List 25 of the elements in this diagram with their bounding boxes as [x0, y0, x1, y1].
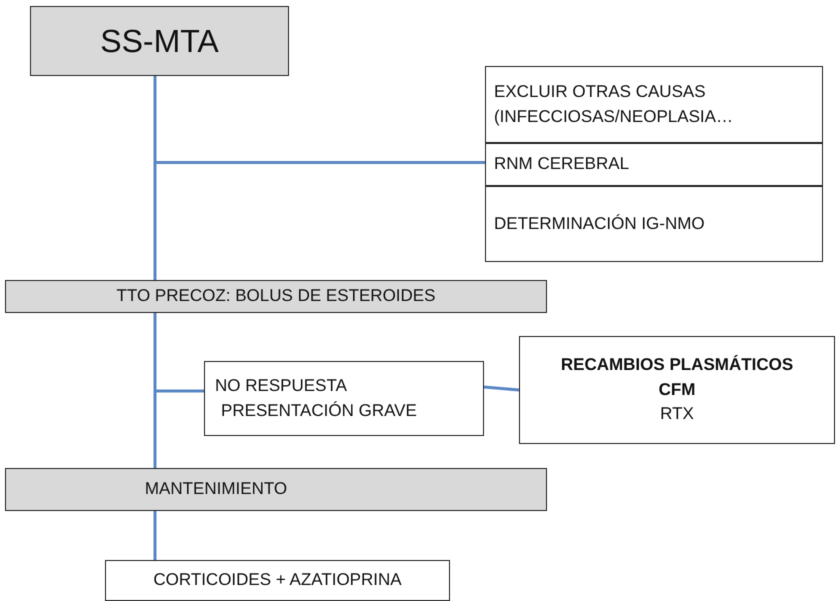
- connector-line: [154, 511, 156, 560]
- node-text: EXCLUIR OTRAS CAUSAS (INFECCIOSAS/NEOPLASIA…: [494, 80, 734, 128]
- node-text: NO RESPUESTA: [215, 374, 348, 397]
- step-box: [105, 560, 450, 601]
- node-text: PRESENTACIÓN GRAVE: [220, 400, 418, 422]
- node-text: DETERMINACIÓN IG-NMO: [494, 212, 706, 235]
- node-text: RTX: [659, 403, 695, 426]
- node-text: SS-MTA: [99, 22, 220, 61]
- node-text: MANTENIMIENTO: [144, 478, 288, 500]
- node-text: CFM: [658, 378, 696, 401]
- process-box: [5, 280, 547, 313]
- node-text: CORTICOIDES + AZATIOPRINA: [152, 569, 403, 592]
- step-box: [519, 336, 835, 444]
- step-box: [485, 66, 823, 143]
- node-text: TTO PRECOZ: BOLUS DE ESTEROIDES: [116, 285, 436, 308]
- connector-line: [154, 313, 204, 392]
- node-text: RECAMBIOS PLASMÁTICOS: [560, 354, 794, 376]
- node-text: RNM CEREBRAL: [494, 153, 630, 176]
- title-box: [30, 6, 289, 76]
- process-box: [5, 468, 547, 511]
- step-box: [485, 186, 823, 262]
- step-box: [204, 361, 484, 436]
- connector-line: [154, 76, 485, 164]
- step-box: [485, 143, 823, 186]
- connector-line: [484, 386, 520, 392]
